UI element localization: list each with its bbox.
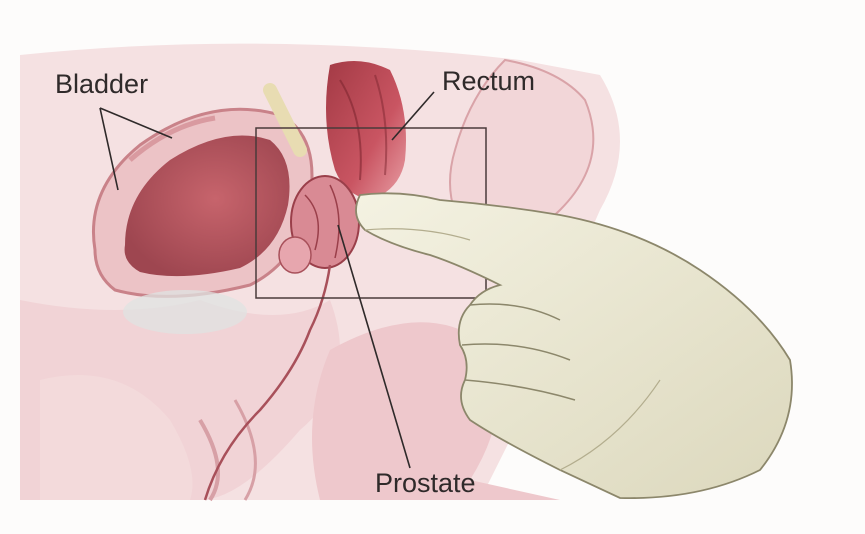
rectum-label: Rectum — [442, 68, 535, 95]
prostate-label: Prostate — [375, 470, 476, 497]
bladder-label: Bladder — [55, 71, 148, 98]
